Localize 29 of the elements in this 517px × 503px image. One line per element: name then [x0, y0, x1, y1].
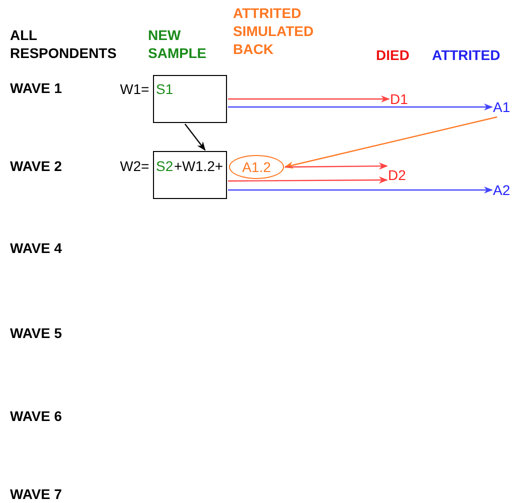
column-heading: ATTRITED SIMULATED BACK [233, 4, 315, 58]
arrow [228, 176, 388, 184]
row-heading: WAVE 6 [10, 407, 63, 425]
formula-term: S2 [156, 158, 174, 174]
formula-term: W1= [120, 81, 150, 97]
arrow [285, 162, 388, 170]
formula-term: S1 [156, 81, 174, 97]
row-heading: WAVE 5 [10, 324, 63, 342]
attrited-ellipse [229, 155, 284, 179]
arrow [228, 103, 493, 111]
row-heading: WAVE 2 [10, 157, 63, 175]
formula-term: +W1.2+ [174, 158, 224, 174]
outcome-label: A1 [493, 98, 517, 116]
column-heading: NEW SAMPLE [148, 26, 208, 62]
column-heading: DIED [376, 46, 410, 64]
column-heading: ALL RESPONDENTS [10, 26, 118, 62]
ellipse-label: A1.2 [242, 159, 271, 175]
arrow [228, 186, 493, 194]
row-heading: WAVE 4 [10, 239, 63, 257]
column-heading: ATTRITED [432, 46, 502, 64]
outcome-label: A2 [493, 181, 517, 199]
outcome-label: D2 [388, 166, 412, 184]
formula-term: W2= [120, 158, 150, 174]
row-heading: WAVE 1 [10, 79, 63, 97]
arrow [284, 116, 498, 169]
row-heading: WAVE 7 [10, 485, 63, 503]
arrow [184, 124, 206, 151]
arrow [228, 95, 390, 103]
outcome-label: D1 [390, 90, 414, 108]
